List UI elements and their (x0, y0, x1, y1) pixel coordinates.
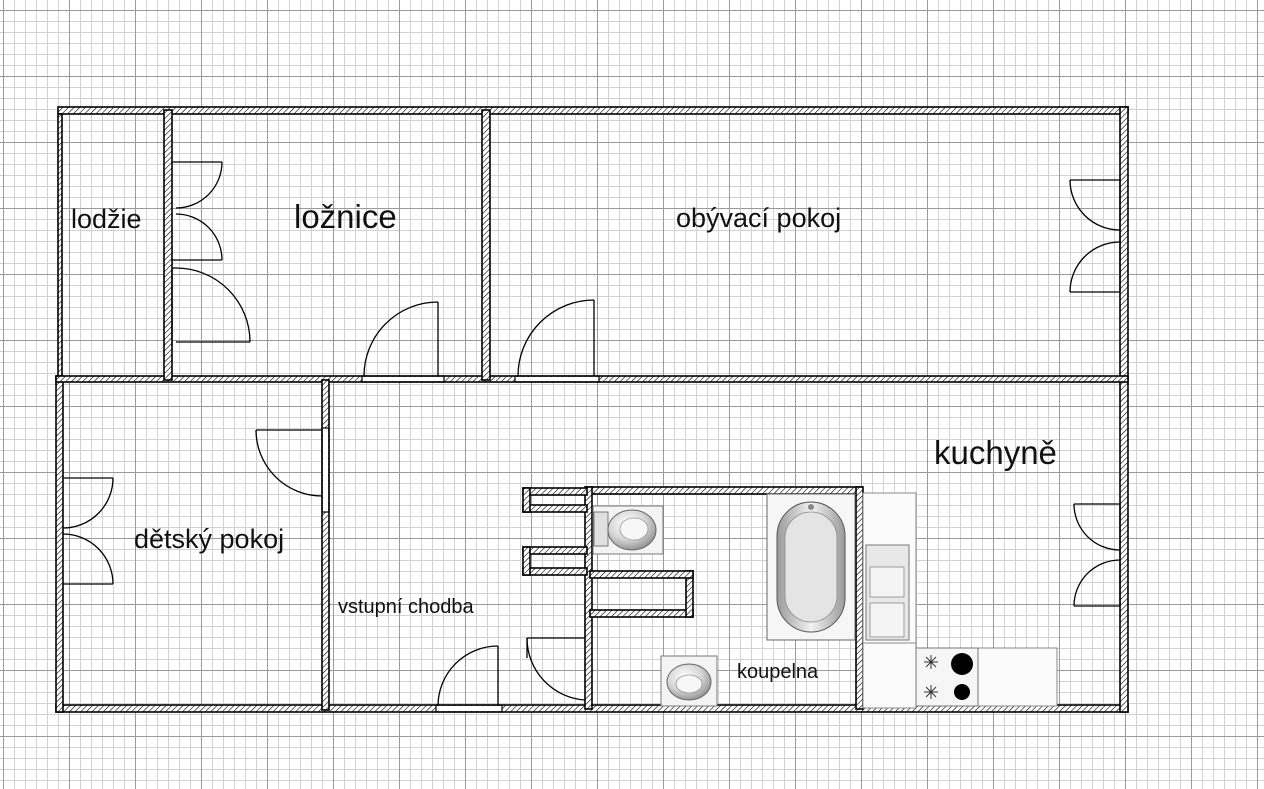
outer-wall-left-lower (55, 375, 64, 713)
doors (62, 161, 1121, 707)
wc-wall-1 (522, 487, 588, 496)
room-label-kuchyne: kuchyně (934, 434, 1057, 471)
door-obyvaci (517, 299, 595, 377)
wall-loznice-obyvaci (481, 109, 491, 381)
toilet-icon (592, 505, 664, 555)
window-kuchyne (1073, 503, 1121, 607)
stove-icon (915, 647, 979, 707)
room-label-lodzie: lodžie (71, 204, 142, 234)
wc-wall-6 (522, 546, 531, 576)
wc-wall-3 (522, 487, 531, 513)
room-label-vstupni-chodba: vstupní chodba (338, 596, 474, 618)
outer-wall-right (1119, 106, 1129, 713)
door-detsky (255, 429, 323, 497)
wall-lodzie-loznice (163, 109, 173, 381)
room-label-koupelna: koupelna (737, 661, 819, 683)
wc-wall-5 (522, 567, 588, 576)
bathroom-wall-left (584, 486, 593, 710)
sink-icon (660, 655, 718, 707)
room-label-detsky-pokoj: dětský pokoj (134, 524, 285, 554)
bathroom-wall-right (855, 486, 864, 710)
wc-wall-2 (522, 504, 588, 513)
wall-detsky-chodba (321, 379, 330, 711)
room-label-obyvaci-pokoj: obývací pokoj (676, 203, 842, 233)
room-label-loznice: ložnice (294, 198, 397, 235)
bathroom-stub-top (589, 570, 694, 579)
wc-wall-4 (522, 546, 588, 555)
bathroom-wall-top (585, 486, 863, 495)
bathtub-icon (766, 493, 856, 641)
bathroom-wall-inner (589, 609, 694, 618)
door-entry (437, 645, 499, 707)
window-obyvaci (1069, 179, 1121, 293)
door-openings (323, 377, 599, 711)
door-thresholds (321, 375, 600, 713)
kitchen-cabinet-icon (862, 492, 1058, 709)
door-lodzie-upper (172, 161, 223, 261)
window-detsky (62, 477, 114, 585)
loggia-rail (57, 113, 63, 377)
walls (55, 106, 1129, 713)
door-lodzie-lower (171, 267, 251, 346)
door-koupelna (526, 637, 586, 701)
door-loznice (363, 301, 439, 377)
outer-wall-top (57, 106, 1129, 115)
